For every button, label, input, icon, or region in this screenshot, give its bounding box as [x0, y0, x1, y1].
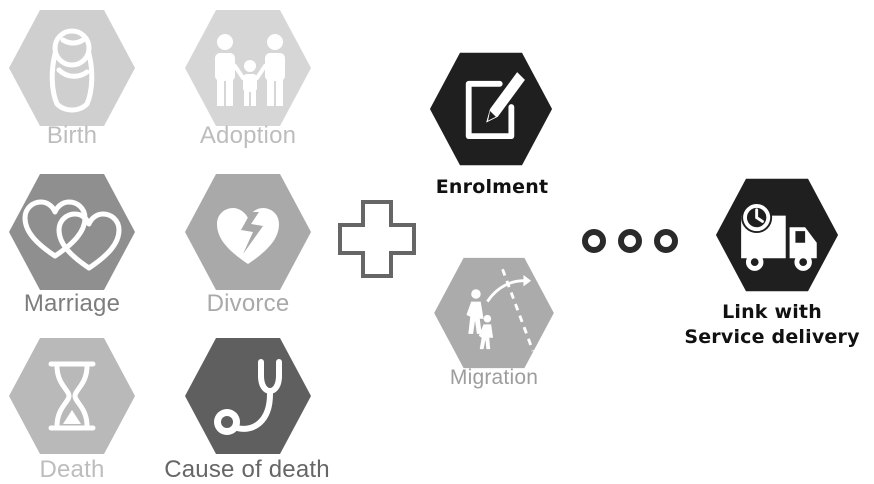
death-label: Death — [39, 456, 105, 483]
family-icon — [185, 10, 311, 126]
adoption-label: Adoption — [199, 122, 297, 149]
broken-heart-icon — [185, 174, 311, 290]
cause-of-death-label: Cause of death — [164, 456, 330, 483]
birth-label: Birth — [46, 122, 98, 149]
service-delivery-label-line1: Link with — [722, 301, 822, 323]
service-delivery-label-line2: Service delivery — [684, 326, 860, 348]
stethoscope-icon — [185, 338, 311, 454]
document-pencil-icon — [429, 52, 553, 166]
delivery-truck-icon — [715, 178, 839, 292]
migrating-people-icon — [434, 257, 554, 369]
divorce-label: Divorce — [206, 290, 290, 317]
plus-icon — [338, 200, 416, 278]
enrolment-label: Enrolment — [435, 176, 549, 198]
hourglass-icon — [9, 338, 135, 454]
service-delivery-label: Link with Service delivery — [670, 300, 874, 350]
three-dots-icon — [582, 229, 678, 253]
migration-label: Migration — [449, 366, 539, 389]
marriage-label: Marriage — [23, 290, 121, 317]
baby-icon — [9, 10, 135, 126]
two-hearts-icon — [9, 174, 135, 290]
